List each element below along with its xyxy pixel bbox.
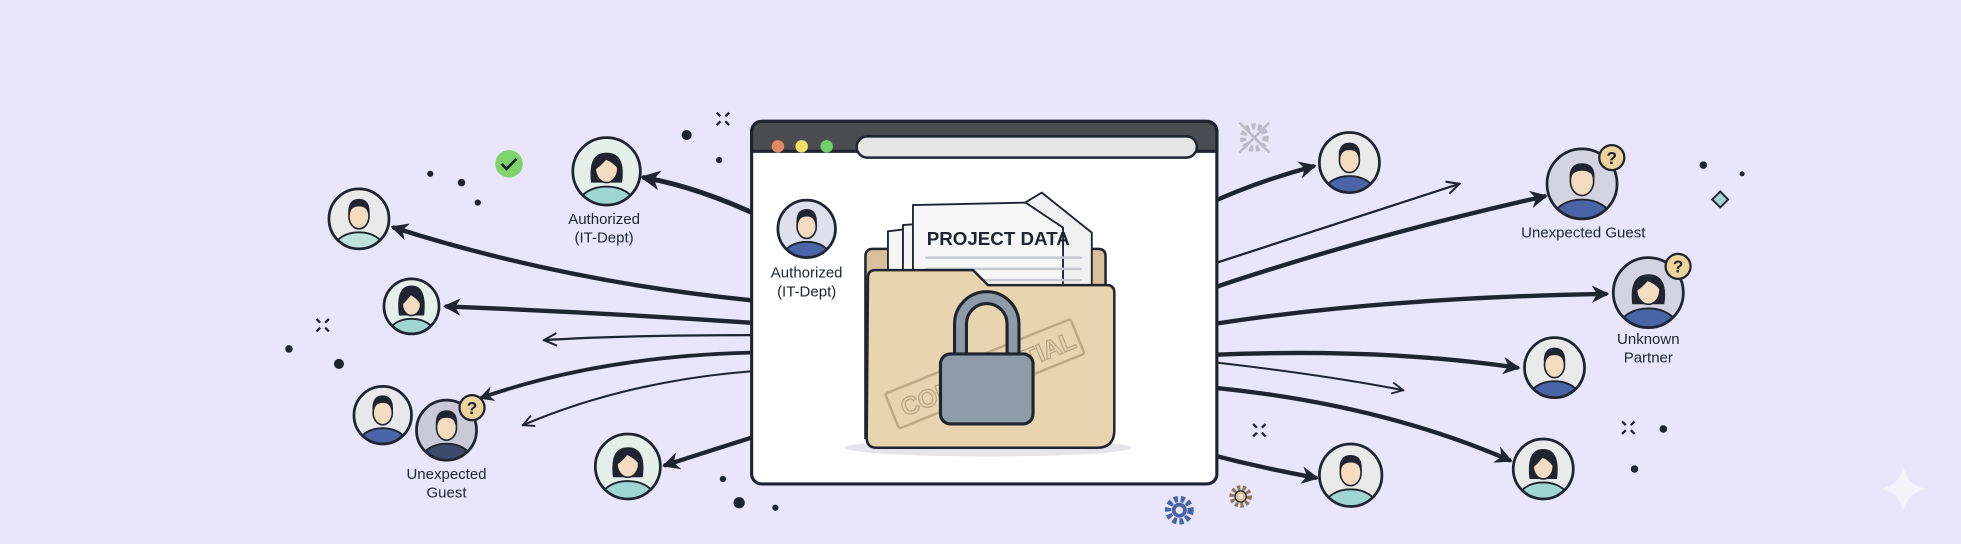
disabled-gear-icon bbox=[1238, 121, 1271, 154]
dot bbox=[1630, 465, 1639, 473]
dot bbox=[681, 130, 692, 141]
user-avatar bbox=[327, 187, 391, 251]
dot bbox=[285, 345, 293, 353]
dot bbox=[772, 504, 779, 511]
sparkle-cross-icon bbox=[315, 318, 330, 333]
question-badge-icon: ? bbox=[1598, 143, 1626, 172]
decorations bbox=[285, 111, 1926, 525]
inner-authorized-label-2: (IT-Dept) bbox=[777, 283, 836, 300]
user-avatar bbox=[1523, 336, 1586, 400]
left-authorized-label-2: (IT-Dept) bbox=[574, 230, 633, 247]
user-avatar bbox=[571, 136, 642, 207]
dot bbox=[716, 156, 723, 164]
sparkle-icon bbox=[1880, 466, 1926, 512]
user-avatar bbox=[776, 198, 837, 259]
left-guest-label-2: Guest bbox=[426, 485, 467, 502]
arrow bbox=[544, 335, 752, 340]
dot bbox=[457, 178, 466, 187]
gear-icon bbox=[1164, 495, 1194, 525]
close-dot-icon bbox=[771, 140, 785, 153]
question-badge-icon: ? bbox=[1664, 252, 1692, 281]
maximize-dot-icon bbox=[820, 140, 833, 153]
sparkle-cross-icon bbox=[1621, 420, 1636, 435]
user-avatar: ? bbox=[1545, 143, 1626, 221]
users: ??? bbox=[327, 131, 1692, 508]
dot bbox=[474, 199, 481, 206]
inner-authorized-label: Authorized bbox=[771, 265, 843, 282]
dot bbox=[719, 475, 727, 483]
minimize-dot-icon bbox=[795, 140, 808, 153]
left-guest-label: Unexpected bbox=[406, 466, 486, 483]
right-guest-label: Unexpected Guest bbox=[1521, 225, 1646, 242]
left-authorized-label: Authorized bbox=[568, 211, 640, 228]
arrow bbox=[1215, 184, 1460, 264]
arrow bbox=[523, 370, 752, 425]
user-avatar bbox=[1318, 131, 1381, 194]
dot bbox=[427, 170, 434, 177]
user-avatar: ? bbox=[415, 394, 486, 462]
diamond-icon bbox=[1710, 190, 1730, 209]
partner-label-2: Partner bbox=[1624, 350, 1673, 367]
dot bbox=[1699, 161, 1708, 169]
svg-text:?: ? bbox=[1606, 148, 1617, 168]
user-avatar bbox=[352, 385, 413, 446]
check-icon bbox=[495, 150, 523, 178]
question-badge-icon: ? bbox=[458, 394, 486, 422]
address-bar bbox=[855, 135, 1199, 159]
lock-icon bbox=[938, 290, 1035, 426]
dot bbox=[733, 497, 745, 509]
dot bbox=[1739, 171, 1745, 177]
arrow bbox=[390, 223, 753, 303]
svg-text:?: ? bbox=[1673, 257, 1684, 277]
user-avatar bbox=[593, 432, 662, 501]
arrow bbox=[1215, 361, 1403, 391]
user-avatar bbox=[382, 277, 441, 336]
user-avatar: ? bbox=[1611, 252, 1692, 330]
dot bbox=[1659, 425, 1668, 433]
arrow bbox=[640, 170, 768, 222]
sparkle-cross-icon bbox=[1252, 423, 1267, 438]
user-avatar bbox=[1511, 437, 1575, 501]
sparkle-cross-icon bbox=[715, 111, 730, 126]
svg-text:?: ? bbox=[467, 398, 478, 418]
gear-icon bbox=[1229, 485, 1252, 508]
arrow bbox=[443, 298, 753, 325]
user-labels: Authorized (IT-Dept) Authorized (IT-Dept… bbox=[406, 211, 1679, 502]
partner-label: Unknown bbox=[1617, 331, 1680, 348]
dot bbox=[333, 358, 344, 369]
arrow bbox=[478, 350, 753, 401]
document-title: PROJECT DATA bbox=[927, 228, 1071, 249]
user-avatar bbox=[1318, 442, 1384, 508]
